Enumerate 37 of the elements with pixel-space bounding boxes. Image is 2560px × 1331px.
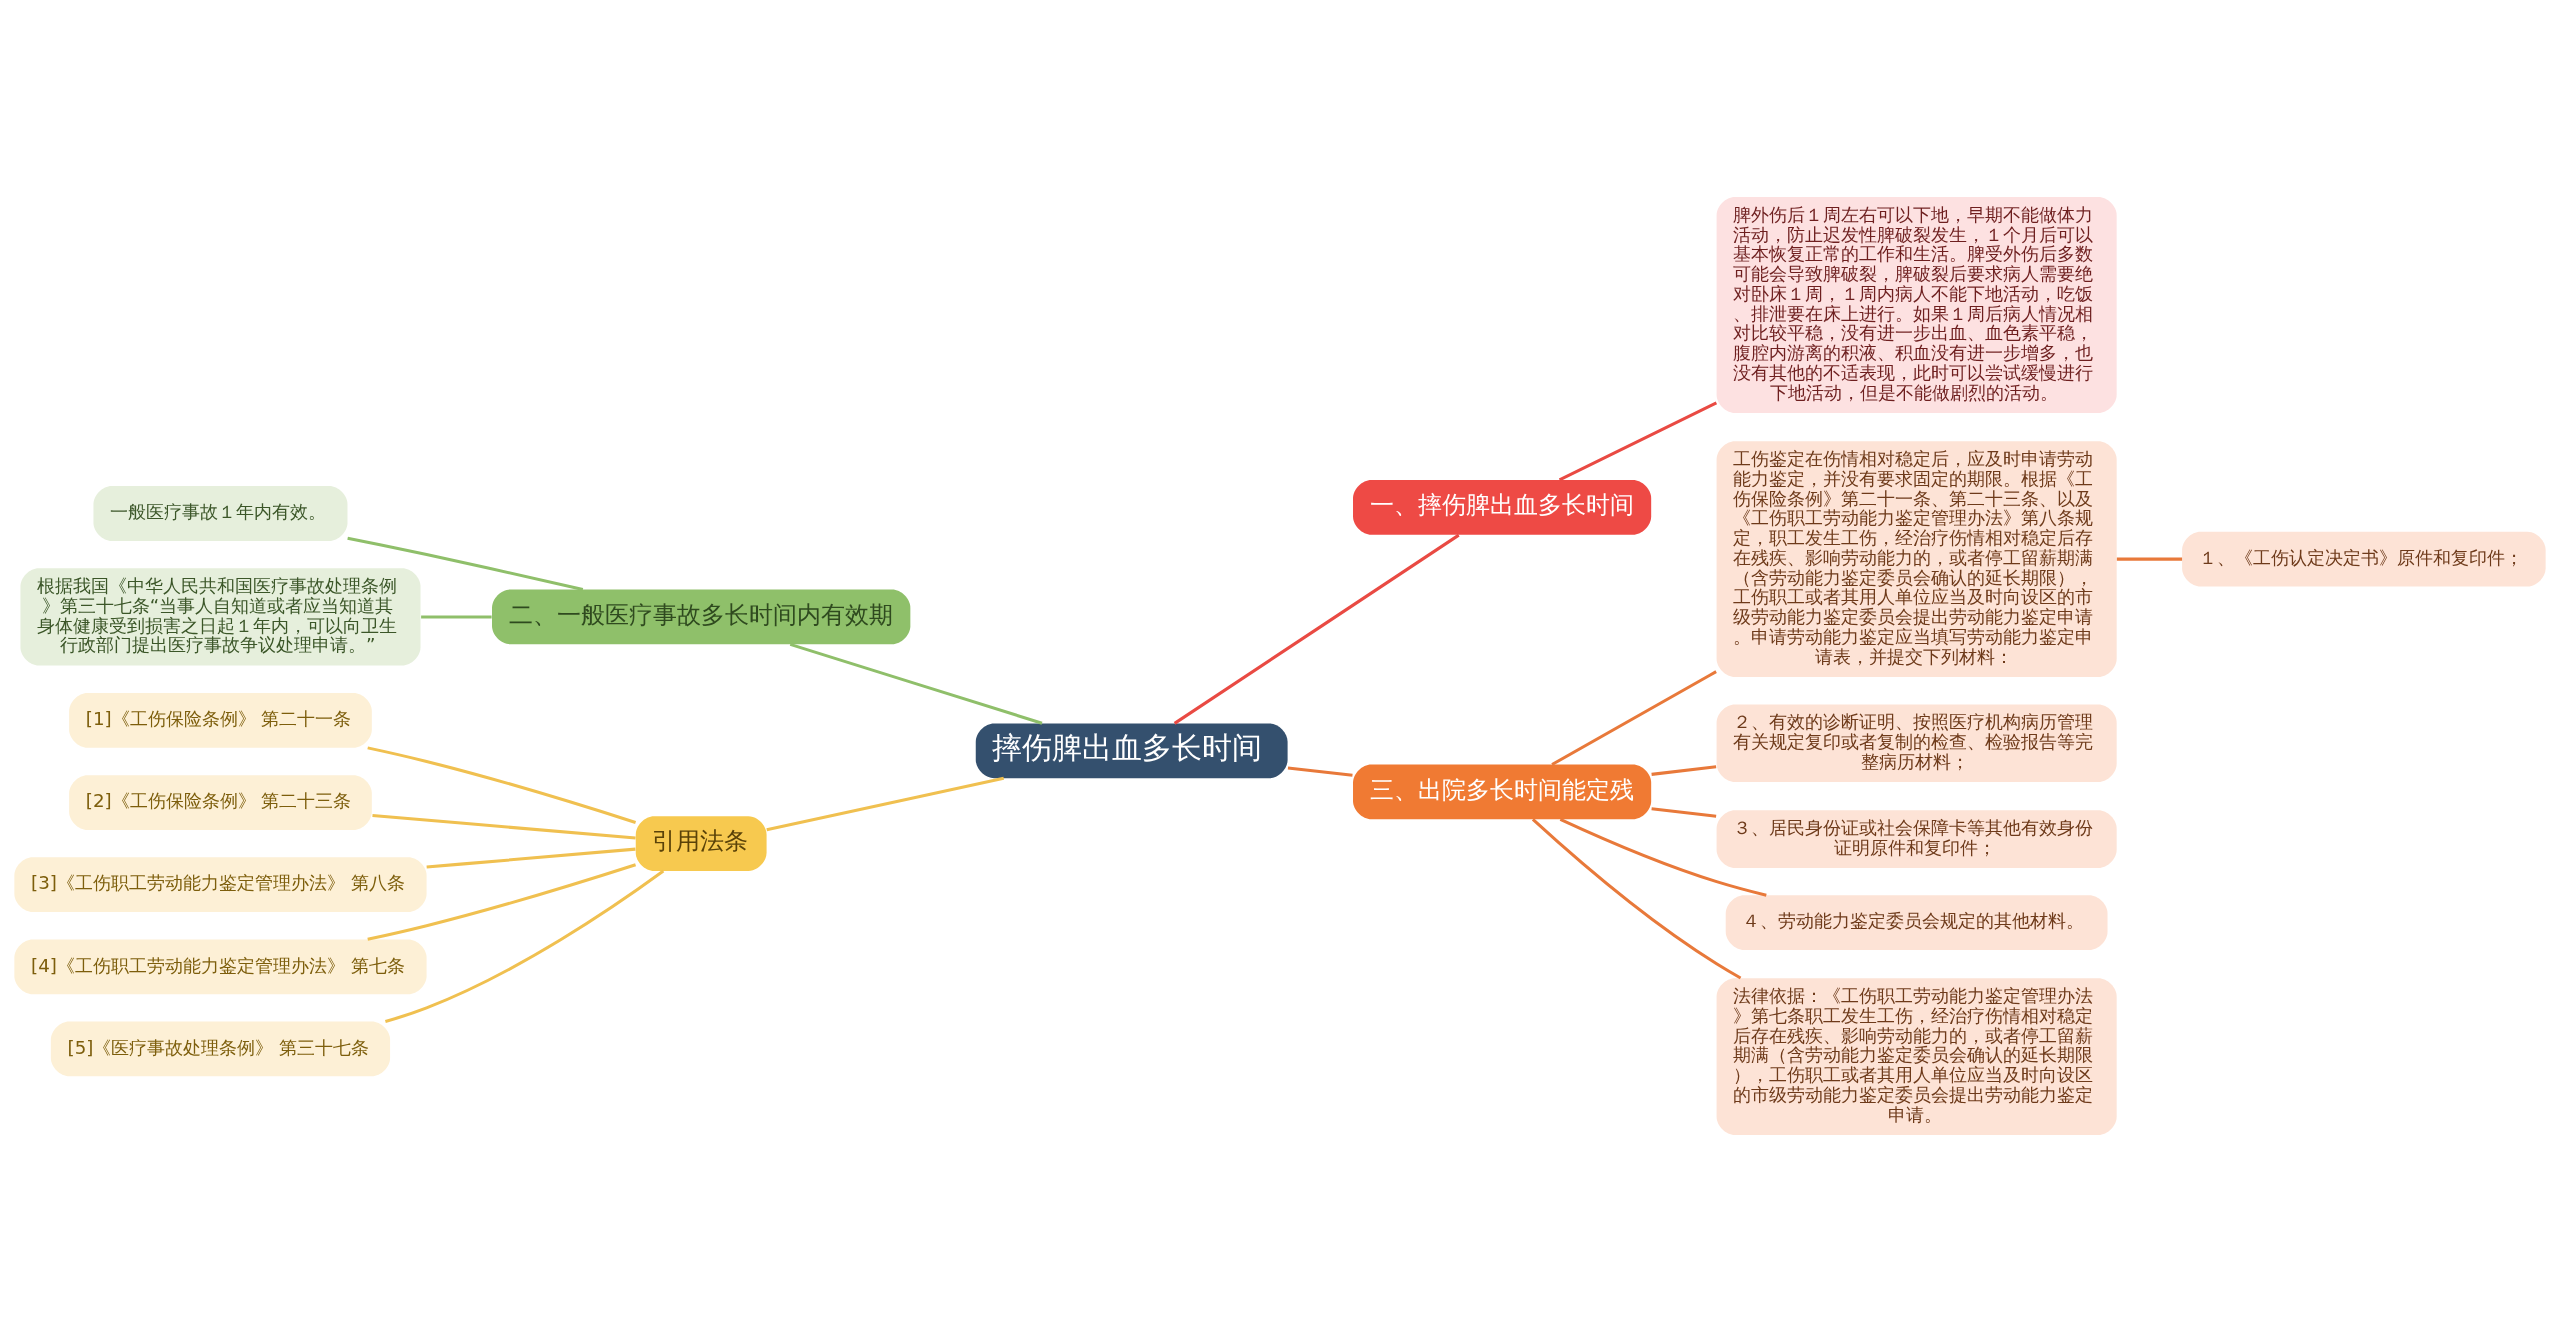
connector bbox=[367, 862, 637, 941]
node-box: 根据我国《中华人民共和国医疗事故处理条例》第三十七条“当事人自知道或者应当知道其身体健康受到损害之日起１年内，可以向卫生行政部门提出医疗事故争议处理申请。” bbox=[20, 567, 421, 666]
node-box: 一般医疗事故１年内有效。 bbox=[93, 485, 348, 541]
node-box: 二、一般医疗事故多长时间内有效期 bbox=[492, 589, 911, 644]
connector bbox=[426, 847, 636, 869]
node-box: ３、居民身份证或社会保障卡等其他有效身份证明原件和复印件； bbox=[1716, 809, 2117, 868]
node-box: 摔伤脾出血多长时间 bbox=[975, 722, 1288, 778]
node-box: 工伤鉴定在伤情相对稳定后，应及时申请劳动能力鉴定，并没有要求固定的期限。根据《工伤保险条例》第二十一条、第二十三条、以及《工伤职工劳动能力鉴定管理办法》第八条规定，职工发生工伤，经治疗伤情相对稳定后存在残疾、影响劳动能力的，或者停工留薪期满（含劳动能力鉴定委员会确认的延长期限），工伤职工或者其用人单位应当及时向设区的市级劳动能力鉴定委员会提出劳动能力鉴定申请。申请劳动能力鉴定应当填写劳动能力鉴定申请表，并提交下列材料： bbox=[1716, 440, 2117, 677]
connector bbox=[1173, 533, 1460, 725]
node-box: [1]《工伤保险条例》 第二十一条 bbox=[69, 692, 372, 748]
node-box: 三、出院多长时间能定残 bbox=[1353, 764, 1652, 819]
connector bbox=[1558, 400, 1718, 481]
node-box: １、《工伤认定决定书》原件和复印件； bbox=[2182, 531, 2546, 586]
connector bbox=[1651, 764, 1717, 776]
connector bbox=[1551, 669, 1717, 766]
connector bbox=[2116, 557, 2183, 561]
connector bbox=[1287, 766, 1353, 777]
connector bbox=[789, 642, 1043, 725]
node-box: [5]《医疗事故处理条例》 第三十七条 bbox=[50, 1021, 391, 1076]
node-box: 引用法条 bbox=[635, 815, 767, 871]
node-box: ２、有效的诊断证明、按照医疗机构病历管理有关规定复印或者复制的检查、检验报告等完整病历材料； bbox=[1716, 703, 2117, 782]
connector bbox=[372, 813, 636, 840]
connector bbox=[1531, 817, 1742, 979]
node-box: [4]《工伤职工劳动能力鉴定管理办法》 第七条 bbox=[14, 938, 427, 994]
connector bbox=[421, 614, 492, 618]
connector bbox=[385, 869, 665, 1023]
connector bbox=[766, 776, 1005, 831]
node-box: 法律依据：《工伤职工劳动能力鉴定管理办法》第七条职工发生工伤，经治疗伤情相对稳定后存在残疾、影响劳动能力的，或者停工留薪期满（含劳动能力鉴定委员会确认的延长期限），工伤职工或者其用人单位应当及时向设区的市级劳动能力鉴定委员会提出劳动能力鉴定申请。 bbox=[1716, 977, 2117, 1135]
connector bbox=[1651, 806, 1717, 818]
node-box: [3]《工伤职工劳动能力鉴定管理办法》 第八条 bbox=[14, 856, 427, 912]
node-box: [2]《工伤保险条例》 第二十三条 bbox=[69, 774, 372, 830]
connector bbox=[347, 536, 584, 591]
node-box: 一、摔伤脾出血多长时间 bbox=[1353, 479, 1652, 535]
node-box: ４、劳动能力鉴定委员会规定的其他材料。 bbox=[1725, 894, 2108, 950]
connector bbox=[367, 745, 637, 824]
node-box: 脾外伤后１周左右可以下地，早期不能做体力活动，防止迟发性脾破裂发生，１个月后可以基本恢复正常的工作和生活。脾受外伤后多数可能会导致脾破裂，脾破裂后要求病人需要绝对卧床１周，１周内病人不能下地活动，吃饭、排泄要在床上进行。如果１周后病人情况相对比较平稳，没有进一步出血、血色素平稳，腹腔内游离的积液、积血没有进一步增多，也没有其他的不适表现，此时可以尝试缓慢进行下地活动，但是不能做剧烈的活动。 bbox=[1716, 196, 2117, 413]
connector bbox=[1559, 817, 1767, 897]
